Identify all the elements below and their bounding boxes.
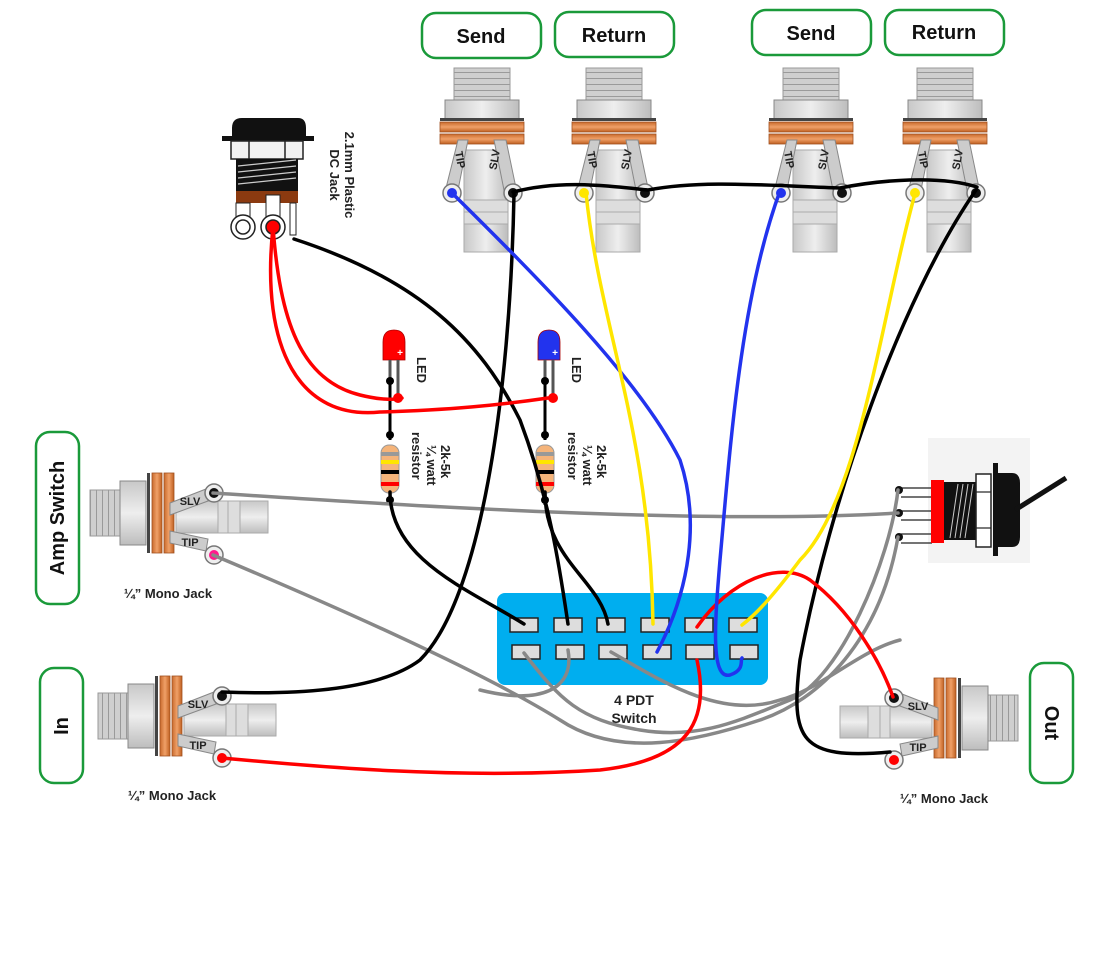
return-label-1: Return	[553, 10, 676, 59]
svg-text:resistor: resistor	[565, 432, 580, 480]
wire-gray-5	[609, 638, 902, 708]
wire-black-4	[220, 192, 516, 695]
wire-black-3	[543, 490, 610, 626]
led-1: +	[382, 329, 406, 440]
switch-lug-bottom-1	[511, 644, 541, 660]
wire-black-5	[511, 178, 979, 194]
svg-text:In: In	[51, 717, 73, 735]
svg-text:2.1mm Plastic: 2.1mm Plastic	[342, 132, 357, 219]
send-jack-1: TIP SLV	[439, 67, 525, 253]
svg-text:2k-5k: 2k-5k	[438, 445, 453, 479]
return-label-2: Return	[883, 8, 1006, 57]
wire-yellow-2	[740, 188, 918, 627]
wire-gray-4	[478, 648, 571, 698]
svg-text:Return: Return	[912, 22, 976, 44]
svg-text:SLV: SLV	[188, 699, 209, 711]
svg-text:TIP: TIP	[189, 740, 206, 752]
led-label-1: LED	[414, 357, 429, 383]
svg-text:SLV: SLV	[488, 148, 504, 171]
amp-switch-jack-right	[895, 438, 1068, 563]
wire-red-2	[268, 225, 550, 415]
svg-text:¼ watt: ¼ watt	[424, 445, 439, 486]
input-jack: SLV TIP	[97, 675, 277, 768]
svg-text:¼ watt: ¼ watt	[580, 445, 595, 486]
wire-black-2	[388, 490, 526, 626]
led-label-2: LED	[569, 357, 584, 383]
switch-lug-bottom-6	[729, 644, 759, 660]
svg-text:TIP: TIP	[909, 742, 926, 754]
svg-text:Send: Send	[457, 26, 506, 48]
svg-text:TIP: TIP	[452, 150, 467, 169]
mono-jack-label-in: ¼” Mono Jack	[128, 788, 217, 803]
svg-text:+: +	[552, 348, 558, 359]
wire-blue-1	[450, 191, 693, 654]
svg-text:SLV: SLV	[180, 496, 201, 508]
svg-text:Amp Switch: Amp Switch	[47, 461, 69, 575]
svg-text:TIP: TIP	[781, 150, 796, 169]
dc-jack-label: 2.1mm Plastic DC Jack	[327, 132, 357, 219]
svg-text:2k-5k: 2k-5k	[594, 445, 609, 479]
svg-text:SLV: SLV	[908, 701, 929, 713]
svg-text:SLV: SLV	[817, 148, 833, 171]
svg-text:TIP: TIP	[181, 537, 198, 549]
out-label: Out	[1028, 661, 1075, 785]
in-label: In	[38, 666, 85, 785]
svg-text:DC Jack: DC Jack	[327, 149, 342, 201]
dc-jack	[222, 118, 314, 240]
wire-gray-1	[211, 491, 900, 519]
svg-text:TIP: TIP	[584, 150, 599, 169]
svg-text:+: +	[397, 348, 403, 359]
led-2: +	[537, 329, 561, 440]
switch-lug-top-3	[596, 617, 626, 633]
send-jack-2: TIP SLV	[768, 67, 854, 253]
mono-jack-label-amp: ¼” Mono Jack	[124, 586, 213, 601]
svg-text:SLV: SLV	[620, 148, 636, 171]
switch-label-line1: 4 PDT	[614, 692, 654, 708]
switch-label-line2: Switch	[611, 710, 656, 726]
mono-jack-label-out: ¼” Mono Jack	[900, 791, 989, 806]
amp-switch-jack: SLV TIP	[89, 472, 269, 565]
wire-black-1	[292, 237, 570, 626]
resistor-label-1: 2k-5k ¼ watt resistor	[409, 432, 453, 486]
amp-switch-label: Amp Switch	[34, 430, 81, 606]
svg-text:Out: Out	[1040, 706, 1062, 741]
svg-text:Send: Send	[787, 23, 836, 45]
resistor-label-2: 2k-5k ¼ watt resistor	[565, 432, 609, 486]
switch-lug-bottom-5	[685, 644, 715, 660]
svg-text:TIP: TIP	[915, 150, 930, 169]
wire-red-4	[220, 658, 703, 776]
wire-red-3	[695, 570, 895, 699]
svg-text:resistor: resistor	[409, 432, 424, 480]
wire-gray-3	[522, 488, 900, 735]
svg-text:SLV: SLV	[951, 148, 967, 171]
svg-text:Return: Return	[582, 25, 646, 47]
return-jack-1: TIP SLV	[571, 67, 657, 253]
wire-gray-2	[211, 535, 900, 745]
output-jack: SLV TIP	[839, 677, 1019, 770]
send-label-2: Send	[750, 8, 873, 57]
wire-red-1	[271, 225, 404, 401]
send-label-1: Send	[420, 11, 543, 60]
wire-yellow-1	[584, 191, 655, 626]
switch-lug-top-4	[640, 617, 670, 633]
return-jack-2: TIP SLV	[902, 67, 988, 253]
wire-blue-2	[713, 189, 782, 677]
